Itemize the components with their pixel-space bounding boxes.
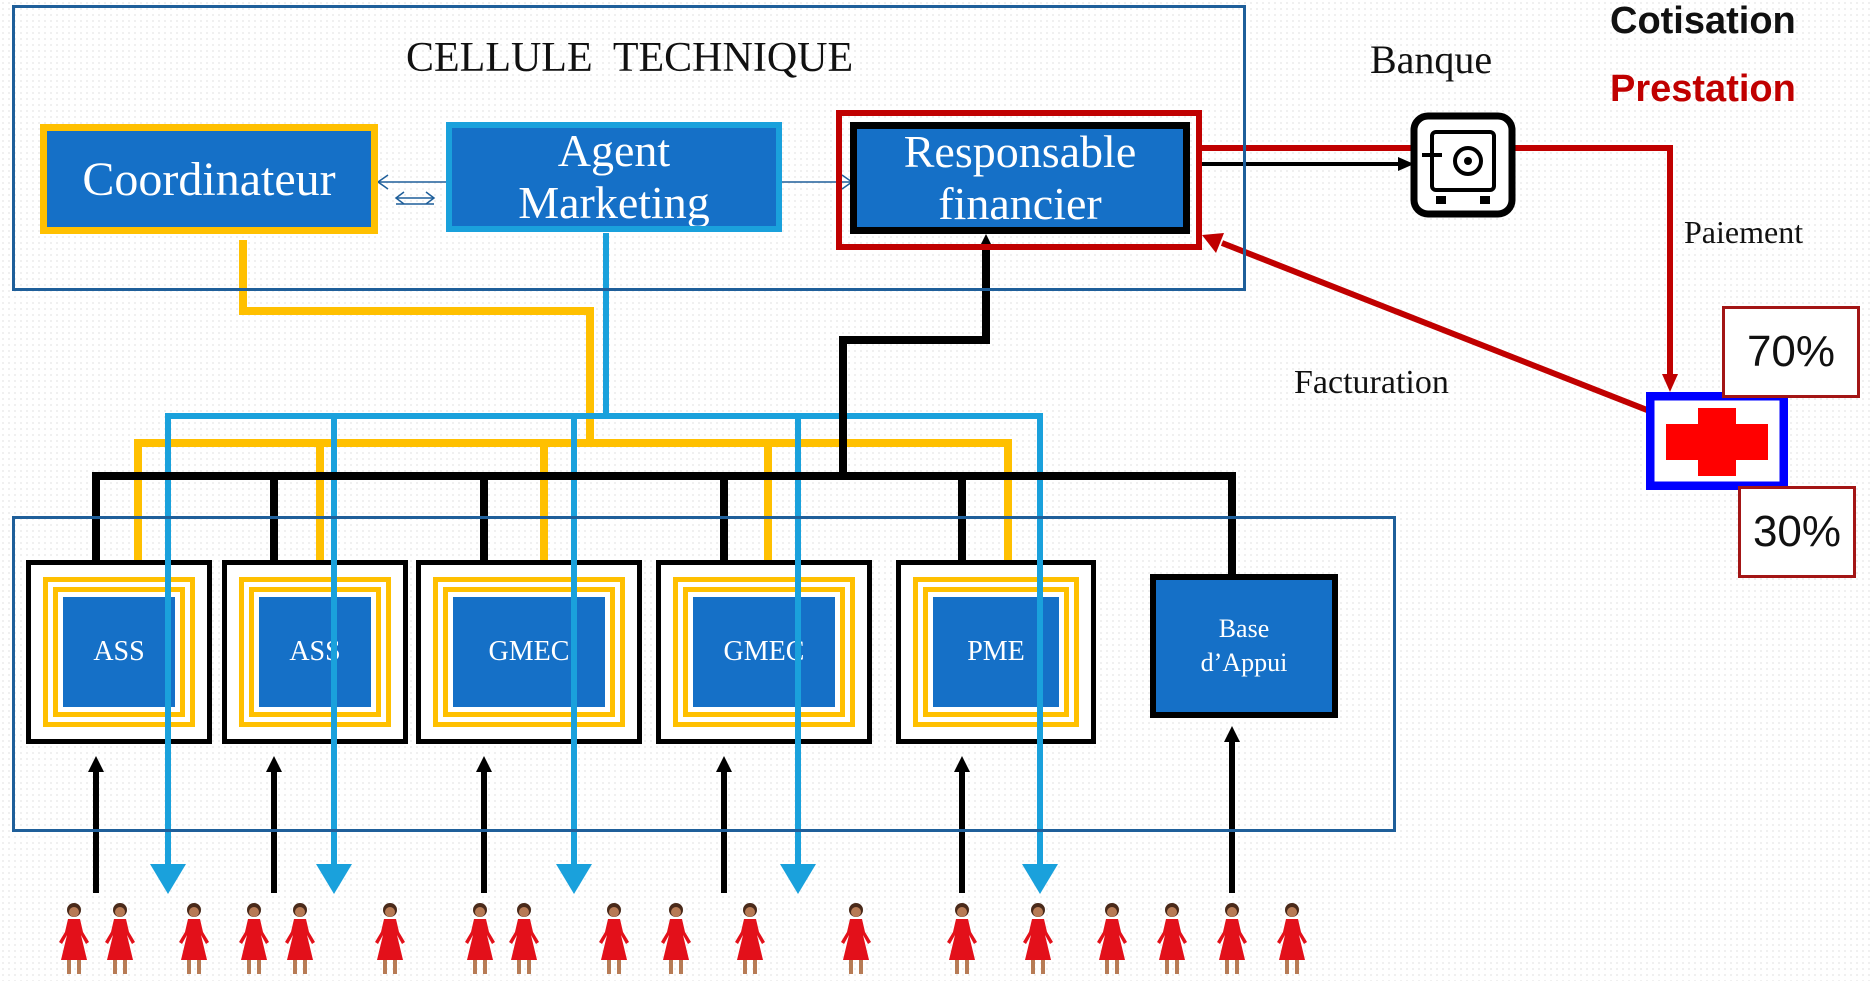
cellule-title: CELLULE TECHNIQUE: [406, 35, 854, 81]
base-label-1: Base: [1218, 614, 1270, 643]
base-appui-box[interactable]: Base d’Appui: [1150, 574, 1338, 718]
responsable-outer-frame: [836, 110, 1202, 250]
responsable-label-1: Responsable: [903, 126, 1137, 177]
coordinateur-label: Coordinateur: [82, 152, 336, 206]
pct-70-box: 70%: [1722, 306, 1860, 398]
member-icon: [838, 902, 874, 976]
unit-gmec-2[interactable]: GMEC: [656, 560, 872, 744]
unit-ass-1[interactable]: ASS: [26, 560, 212, 744]
unit-label: GMEC: [488, 636, 570, 667]
units-frame: [12, 516, 1396, 832]
agent-marketing-label-2: Marketing: [518, 177, 710, 228]
member-icon: [56, 902, 92, 976]
member-icon: [1214, 902, 1250, 976]
member-icon: [102, 902, 138, 976]
member-icon: [944, 902, 980, 976]
member-icon: [732, 902, 768, 976]
agent-marketing-label-1: Agent: [557, 125, 671, 176]
legend-prestation: Prestation: [1610, 68, 1796, 110]
unit-label: PME: [967, 636, 1025, 667]
member-icon: [372, 902, 408, 976]
member-icon: [596, 902, 632, 976]
member-icon: [1274, 902, 1310, 976]
base-label-2: d’Appui: [1200, 648, 1288, 677]
unit-gmec-1[interactable]: GMEC: [416, 560, 642, 744]
agent-marketing-box[interactable]: Agent Marketing: [446, 122, 782, 232]
coordinator-links: [134, 240, 1012, 566]
coordinateur-box[interactable]: Coordinateur: [40, 124, 378, 234]
member-icon: [176, 902, 212, 976]
member-icon: [658, 902, 694, 976]
responsable-label-2: financier: [938, 178, 1102, 229]
financial-links: [92, 250, 1236, 576]
member-icon: [1154, 902, 1190, 976]
banque-label: Banque: [1370, 37, 1493, 82]
responsable-financier-box[interactable]: Responsable financier: [850, 122, 1190, 234]
member-icon: [1020, 902, 1056, 976]
safe-icon[interactable]: [1410, 112, 1516, 218]
member-icon: [282, 902, 318, 976]
member-icon: [506, 902, 542, 976]
members-row: [0, 902, 1874, 976]
paiement-label: Paiement: [1684, 214, 1804, 250]
facturation-label: Facturation: [1294, 364, 1449, 401]
cellule-technique-frame: [12, 5, 1246, 291]
unit-label: GMEC: [723, 636, 805, 667]
member-icon: [1094, 902, 1130, 976]
legend-cotisation: Cotisation: [1610, 0, 1796, 42]
unit-label: ASS: [93, 636, 145, 667]
member-icon: [462, 902, 498, 976]
health-center-icon[interactable]: [1645, 391, 1789, 491]
pct-30-box: 30%: [1738, 486, 1856, 578]
member-icon: [236, 902, 272, 976]
